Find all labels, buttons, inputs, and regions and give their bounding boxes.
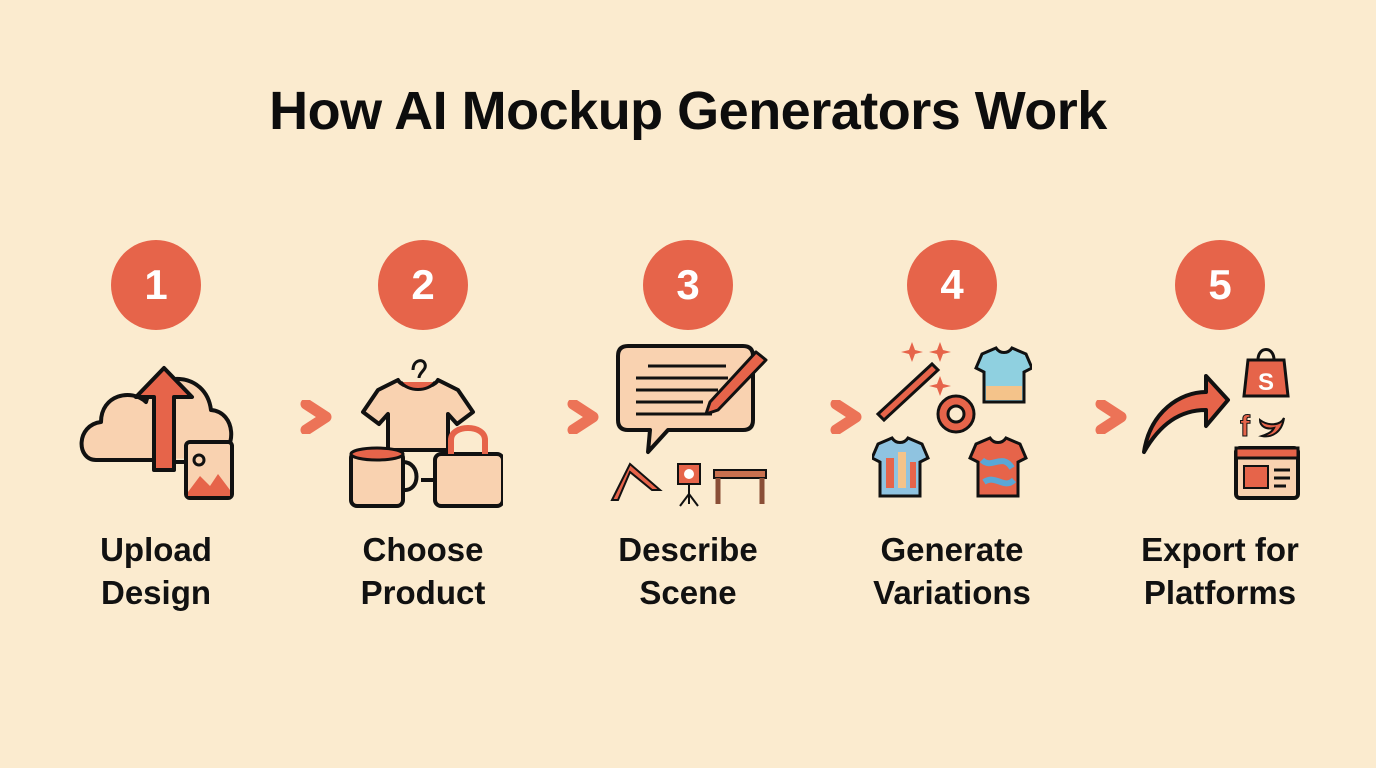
tshirt-mug-bag-icon <box>349 359 503 508</box>
share-platforms-icon: S f <box>1142 348 1300 500</box>
magic-wand-gear-shirts-icon <box>872 342 1032 498</box>
step-label: Export for Platforms <box>1141 531 1299 611</box>
step-number-badge: 4 <box>907 240 997 330</box>
cloud-upload-image-icon <box>79 366 234 500</box>
step-number-badge: 5 <box>1175 240 1265 330</box>
step-label: Generate Variations <box>873 531 1031 611</box>
step-label: Upload Design <box>100 531 212 611</box>
step-label: Describe Scene <box>618 531 758 611</box>
step-label: Choose Product <box>360 531 486 611</box>
arrow-right-icon <box>249 400 332 434</box>
svg-text:f: f <box>1240 410 1251 443</box>
arrow-right-icon <box>1044 400 1127 434</box>
diagram-title: How AI Mockup Generators Work <box>269 81 1107 141</box>
speech-pencil-props-icon <box>610 344 768 507</box>
arrow-right-icon <box>516 400 599 434</box>
arrow-right-icon <box>779 400 862 434</box>
step-number-badge: 2 <box>378 240 468 330</box>
svg-text:S: S <box>1258 369 1274 396</box>
step-number-badge: 3 <box>643 240 733 330</box>
step-number-badge: 1 <box>111 240 201 330</box>
